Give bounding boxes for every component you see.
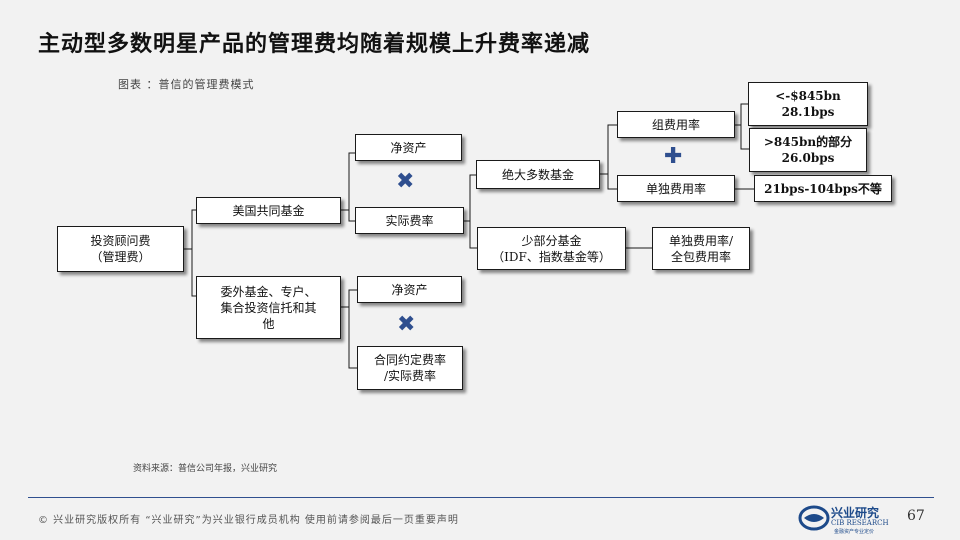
few-funds-box: 少部分基金 （IDF、指数基金等） <box>477 227 626 270</box>
actual-rate-box: 实际费率 <box>355 207 464 234</box>
connector-actual-most <box>464 174 476 222</box>
contract-rate-box: 合同约定费率 /实际费率 <box>357 346 463 390</box>
multiply-icon-2: ✖ <box>397 312 416 337</box>
footer-text: © 兴业研究版权所有 “兴业研究”为兴业银行成员机构 使用前请参阅最后一页重要声… <box>38 515 459 526</box>
logo-name: 兴业研究 <box>831 506 880 520</box>
multiply-icon-1: ✖ <box>396 169 415 194</box>
connector-other-net <box>341 289 357 308</box>
connector-actual-few <box>469 221 477 249</box>
page-title: 主动型多数明星产品的管理费均随着规模上升费率递减 <box>38 31 591 57</box>
separate-range-box: 21bps-104bps不等 <box>754 175 892 202</box>
connector-us-net <box>341 152 355 211</box>
logo-icon <box>798 505 830 531</box>
connector-most-group <box>600 124 617 175</box>
separate-rate-box: 单独费用率 <box>617 175 735 202</box>
other-fund-box: 委外基金、专户、 集合投资信托和其 他 <box>196 276 341 339</box>
source-note: 资料来源：普信公司年报，兴业研究 <box>133 464 278 474</box>
group-rate-box: 组费用率 <box>617 111 735 138</box>
plus-icon: ✚ <box>664 144 683 169</box>
net-asset-box-1: 净资产 <box>355 134 462 161</box>
logo-tagline: 金融资产专业定价 <box>834 529 875 535</box>
net-asset-box-2: 净资产 <box>357 276 462 303</box>
separate-all-in-box: 单独费用率/ 全包费用率 <box>652 227 750 270</box>
connector-group-low <box>735 103 748 126</box>
connector-root-other <box>191 249 196 297</box>
tier-high-box: >845bn的部分 26.0bps <box>749 128 867 172</box>
connector-other-contract <box>348 307 357 369</box>
connector-group-high <box>740 125 749 150</box>
logo-sub: CIB RESEARCH <box>831 519 889 527</box>
connector-us-actual <box>348 210 355 222</box>
root-box: 投资顾问费 （管理费） <box>57 226 184 272</box>
tier-low-box: <-$845bn 28.1bps <box>748 82 868 126</box>
us-fund-box: 美国共同基金 <box>196 197 341 224</box>
figure-caption: 图表 ：普信的管理费模式 <box>118 78 255 91</box>
footer-divider <box>28 497 934 498</box>
brand-logo: 兴业研究 CIB RESEARCH 金融资产专业定价 <box>798 500 898 536</box>
page-number: 67 <box>907 508 925 524</box>
connector-most-separate <box>607 174 617 190</box>
connector-root-us <box>184 209 196 250</box>
most-funds-box: 绝大多数基金 <box>476 160 600 189</box>
